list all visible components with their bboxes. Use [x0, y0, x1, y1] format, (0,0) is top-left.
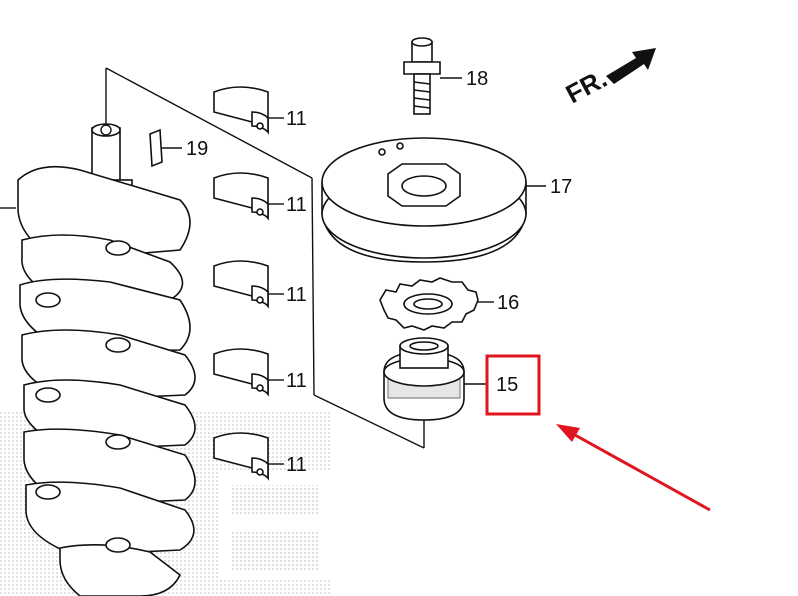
callout-bearing-3: 11 [286, 284, 307, 306]
timing-belt-guide-plate [379, 277, 494, 331]
flange-bolt [403, 37, 462, 115]
callout-bearing-2: 11 [286, 194, 307, 216]
main-bearing-4 [213, 348, 284, 397]
callout-bearing-4: 11 [286, 370, 307, 392]
highlight-arrow [556, 424, 711, 512]
callout-bearing-5: 11 [286, 454, 307, 476]
callout-bolt: 18 [466, 68, 488, 90]
main-bearing-1 [213, 86, 284, 135]
woodruff-key [149, 128, 182, 168]
main-bearing-5 [213, 432, 284, 481]
crankshaft-pulley [321, 137, 546, 263]
highlight-box [485, 354, 541, 416]
callout-pulley: 17 [550, 176, 572, 198]
callout-key: 19 [186, 138, 208, 160]
callout-gear: 15 [496, 374, 518, 396]
main-bearing-2 [213, 172, 284, 221]
front-label: FR. [561, 63, 612, 109]
callout-bearing-1: 11 [286, 108, 307, 130]
crankshaft [0, 123, 196, 596]
timing-belt-drive-gear [383, 337, 486, 421]
callout-guide-plate: 16 [497, 292, 519, 314]
front-direction-indicator [606, 48, 656, 84]
main-bearing-3 [213, 260, 284, 309]
assembly-guide-lines [105, 67, 425, 449]
